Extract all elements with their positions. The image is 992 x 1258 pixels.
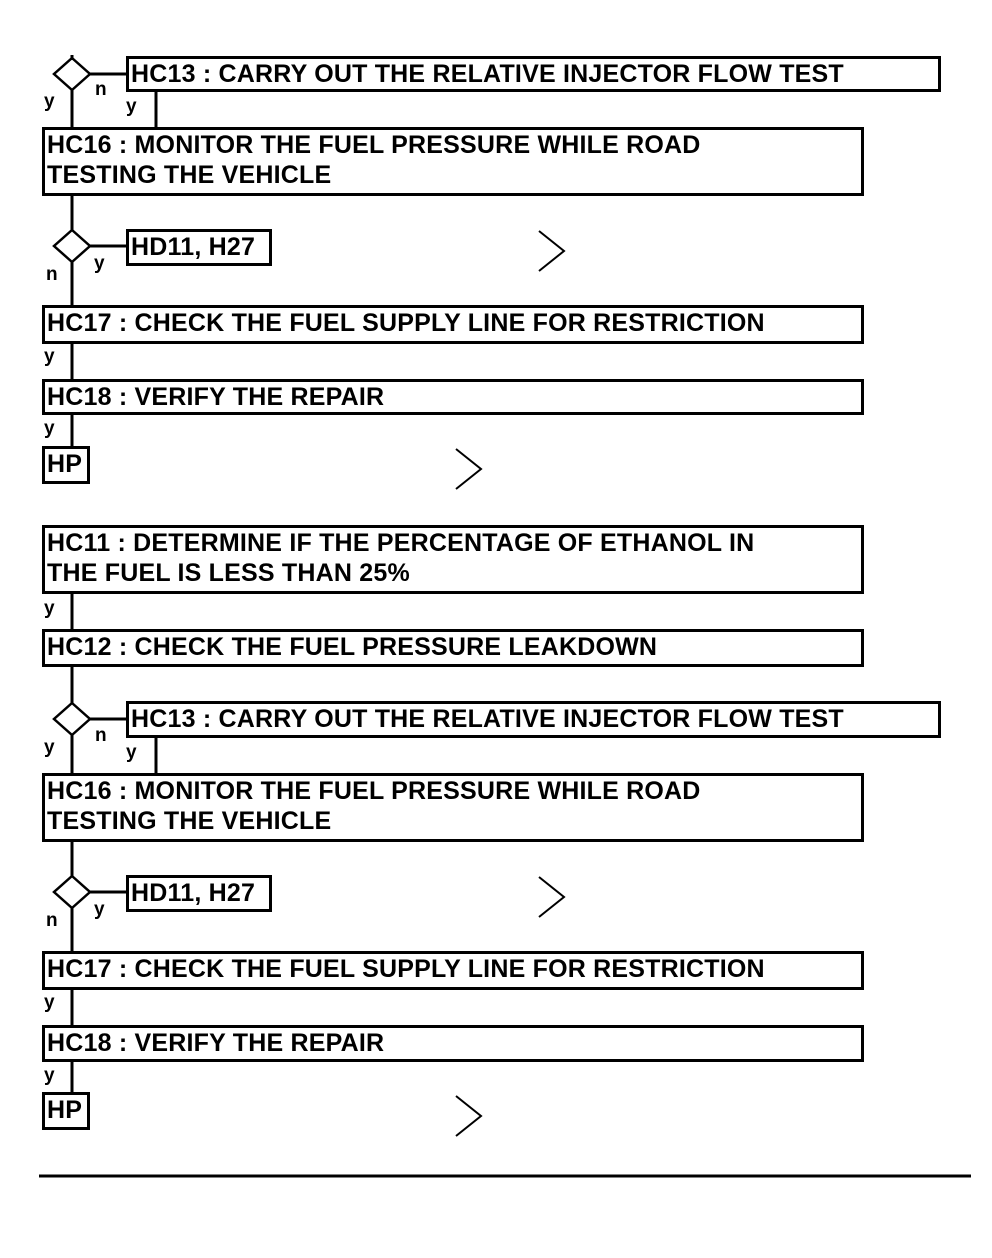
decision-diamond-icon <box>52 228 92 264</box>
step-text: HC17 : CHECK THE FUEL SUPPLY LINE FOR RE… <box>47 955 765 983</box>
decision-diamond-icon <box>52 874 92 910</box>
step-text: TESTING THE VEHICLE <box>47 807 332 835</box>
branch-yes-label: y <box>44 992 55 1013</box>
step-hc16: HC16 : MONITOR THE FUEL PRESSURE WHILE R… <box>42 127 864 196</box>
decision-diamond-icon <box>52 56 92 92</box>
step-text: HD11, H27 <box>131 233 256 261</box>
step-text: HC18 : VERIFY THE REPAIR <box>47 1029 385 1057</box>
branch-yes-label: y <box>94 253 105 274</box>
step-text: HC16 : MONITOR THE FUEL PRESSURE WHILE R… <box>47 777 701 805</box>
branch-yes-label: y <box>44 91 55 112</box>
branch-yes-label: y <box>126 96 137 117</box>
branch-yes-label: y <box>44 598 55 619</box>
branch-yes-label: y <box>94 899 105 920</box>
step-hc13: HC13 : CARRY OUT THE RELATIVE INJECTOR F… <box>126 56 941 92</box>
step-hc12: HC12 : CHECK THE FUEL PRESSURE LEAKDOWN <box>42 629 864 667</box>
step-hc18: HC18 : VERIFY THE REPAIR <box>42 1025 864 1062</box>
step-hc17: HC17 : CHECK THE FUEL SUPPLY LINE FOR RE… <box>42 305 864 344</box>
step-text: HC11 : DETERMINE IF THE PERCENTAGE OF ET… <box>47 529 755 557</box>
chevron-right-icon <box>455 448 483 490</box>
branch-no-label: n <box>95 79 107 100</box>
step-hd11: HD11, H27 <box>126 229 272 266</box>
decision-diamond-icon <box>52 701 92 737</box>
step-text: THE FUEL IS LESS THAN 25% <box>47 559 410 587</box>
step-text: HD11, H27 <box>131 879 256 907</box>
branch-yes-label: y <box>126 742 137 763</box>
branch-yes-label: y <box>44 737 55 758</box>
chevron-right-icon <box>538 876 566 918</box>
branch-no-label: n <box>46 264 58 285</box>
step-hc13: HC13 : CARRY OUT THE RELATIVE INJECTOR F… <box>126 701 941 738</box>
step-text: HP <box>47 450 83 478</box>
step-text: TESTING THE VEHICLE <box>47 161 332 189</box>
step-hd11: HD11, H27 <box>126 875 272 912</box>
branch-yes-label: y <box>44 1065 55 1086</box>
step-hc18: HC18 : VERIFY THE REPAIR <box>42 379 864 415</box>
step-text: HC12 : CHECK THE FUEL PRESSURE LEAKDOWN <box>47 633 658 661</box>
step-hc17: HC17 : CHECK THE FUEL SUPPLY LINE FOR RE… <box>42 951 864 990</box>
step-text: HC13 : CARRY OUT THE RELATIVE INJECTOR F… <box>131 60 844 88</box>
step-text: HC16 : MONITOR THE FUEL PRESSURE WHILE R… <box>47 131 701 159</box>
chevron-right-icon <box>455 1095 483 1137</box>
branch-yes-label: y <box>44 418 55 439</box>
step-hp: HP <box>42 1092 90 1130</box>
step-text: HC17 : CHECK THE FUEL SUPPLY LINE FOR RE… <box>47 309 765 337</box>
chevron-right-icon <box>538 230 566 272</box>
branch-yes-label: y <box>44 346 55 367</box>
step-text: HC13 : CARRY OUT THE RELATIVE INJECTOR F… <box>131 705 844 733</box>
branch-no-label: n <box>46 910 58 931</box>
step-hc16: HC16 : MONITOR THE FUEL PRESSURE WHILE R… <box>42 773 864 842</box>
step-hp: HP <box>42 446 90 484</box>
step-hc11: HC11 : DETERMINE IF THE PERCENTAGE OF ET… <box>42 525 864 594</box>
step-text: HP <box>47 1096 83 1124</box>
step-text: HC18 : VERIFY THE REPAIR <box>47 383 385 411</box>
branch-no-label: n <box>95 725 107 746</box>
